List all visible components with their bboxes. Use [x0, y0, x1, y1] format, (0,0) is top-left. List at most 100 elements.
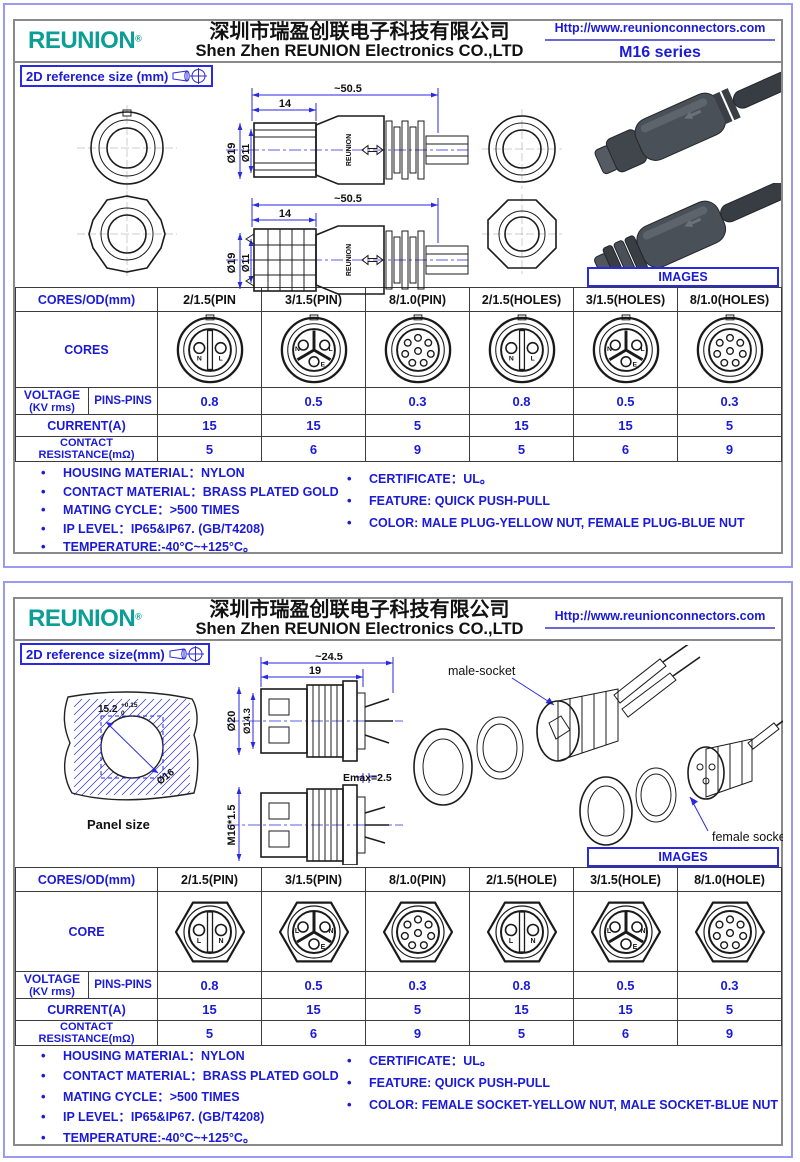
- projection-icon: [169, 646, 204, 662]
- company-logo: REUNION®: [15, 607, 180, 631]
- panel-tol-sub: 0: [121, 710, 125, 717]
- bullet-item: CONTACT MATERIAL：BRASS PLATED GOLD: [41, 1066, 339, 1086]
- value-cell: 6: [573, 1020, 679, 1046]
- value-cell: 9: [365, 436, 471, 462]
- spec-table: CORES/OD(mm) 2/1.5(PIN 3/1.5(PIN) 8/1.0(…: [14, 287, 783, 462]
- cores-label: CORE: [14, 891, 159, 972]
- dim-thread: M16*1.5: [226, 805, 238, 846]
- value-cell: 5: [469, 436, 575, 462]
- value-cell: 0.8: [469, 971, 575, 999]
- svg-text:N: N: [607, 345, 612, 352]
- bullet-item: TEMPERATURE:-40°C~+125°C。: [41, 538, 339, 557]
- images-label: IMAGES: [587, 847, 779, 867]
- female-socket-label: female socket: [712, 830, 783, 844]
- cores-od-label: CORES/OD(mm): [14, 287, 159, 312]
- value-cell: 15: [157, 414, 263, 437]
- value-cell: 9: [677, 1020, 783, 1046]
- datasheet-panel-sockets: REUNION® 深圳市瑞盈创联电子科技有限公司 Shen Zhen REUNI…: [3, 581, 793, 1158]
- company-logo: REUNION®: [15, 29, 180, 53]
- bullet-item: CONTACT MATERIAL：BRASS PLATED GOLD: [41, 483, 339, 502]
- col-header: 3/1.5(HOLE): [573, 867, 679, 892]
- dim-inner: Ø11: [241, 143, 252, 162]
- value-cell: 6: [261, 1020, 367, 1046]
- bullet-item: IP LEVEL：IP65&IP67. (GB/T4208): [41, 1107, 339, 1127]
- images-label: IMAGES: [587, 267, 779, 287]
- panel-size-caption: Panel size: [87, 817, 150, 832]
- dim-outer: Ø20: [226, 711, 238, 732]
- panel-frame: REUNION® 深圳市瑞盈创联电子科技有限公司 Shen Zhen REUNI…: [13, 597, 783, 1146]
- value-cell: 0.5: [261, 971, 367, 999]
- col-header: 3/1.5(HOLES): [573, 287, 679, 312]
- company-name-en: Shen Zhen REUNION Electronics CO.,LTD: [195, 41, 524, 60]
- core-face-drawing: [384, 313, 451, 383]
- svg-text:N: N: [640, 928, 645, 935]
- ref-size-label: 2D reference size (mm): [20, 65, 214, 87]
- bullet-item: MATING CYCLE：>500 TIMES: [41, 501, 339, 520]
- bullet-item: CERTIFICATE：UL。: [347, 468, 745, 490]
- value-cell: 5: [157, 436, 263, 462]
- dim-inner: Ø14.3: [242, 708, 253, 734]
- core-cell: [677, 311, 783, 388]
- col-header: 2/1.5(HOLE): [469, 867, 575, 892]
- website-url[interactable]: Http://www.reunionconnectors.com: [545, 609, 775, 629]
- bullet-item: MATING CYCLE：>500 TIMES: [41, 1087, 339, 1107]
- company-names: 深圳市瑞盈创联电子科技有限公司 Shen Zhen REUNION Electr…: [180, 20, 539, 61]
- header-right: Http://www.reunionconnectors.com: [539, 609, 781, 629]
- svg-text:L: L: [508, 938, 513, 945]
- logo-text: REUNION: [28, 605, 136, 632]
- svg-text:N: N: [328, 928, 333, 935]
- dim-front: 19: [309, 665, 321, 677]
- bullet-item: HOUSING MATERIAL：NYLON: [41, 1046, 339, 1066]
- value-cell: 0.3: [365, 387, 471, 415]
- socket-side-view-b: Emax=2.5 M16*1.5: [226, 772, 403, 865]
- svg-text:N: N: [508, 355, 513, 362]
- dim-total: ~50.5: [334, 83, 362, 95]
- exploded-view-drawing: male-socket: [413, 645, 783, 846]
- core-face-drawing: [382, 901, 453, 962]
- value-cell: 9: [365, 1020, 471, 1046]
- svg-text:N: N: [218, 938, 223, 945]
- rear-view-drawing-2: [482, 194, 562, 274]
- website-url[interactable]: Http://www.reunionconnectors.com: [545, 21, 775, 41]
- cores-od-label: CORES/OD(mm): [14, 867, 159, 892]
- value-cell: 0.5: [261, 387, 367, 415]
- header-right: Http://www.reunionconnectors.com M16 ser…: [539, 21, 781, 62]
- col-header: 8/1.0(HOLE): [677, 867, 783, 892]
- core-cell: [365, 891, 471, 972]
- value-cell: 5: [365, 998, 471, 1021]
- core-face-drawing: [696, 313, 763, 383]
- value-cell: 0.5: [573, 387, 679, 415]
- value-cell: 0.5: [573, 971, 679, 999]
- svg-text:L: L: [196, 938, 201, 945]
- side-view-drawing-1: ~50.5 14 Ø19 Ø11 REUNION: [226, 83, 469, 185]
- resistance-label: CONTACT RESISTANCE(mΩ): [14, 436, 159, 462]
- col-header: 8/1.0(PIN): [365, 867, 471, 892]
- male-socket-label: male-socket: [448, 664, 516, 678]
- bullets-left: HOUSING MATERIAL：NYLON CONTACT MATERIAL：…: [41, 1046, 339, 1148]
- value-cell: 9: [677, 436, 783, 462]
- value-cell: 0.8: [157, 971, 263, 999]
- panel-size-drawing: 15.2 +0.15 0 Ø16: [63, 691, 199, 801]
- svg-text:Ø11: Ø11: [241, 253, 252, 272]
- svg-text:L: L: [606, 928, 611, 935]
- value-cell: 15: [157, 998, 263, 1021]
- bullets-left: HOUSING MATERIAL：NYLON CONTACT MATERIAL：…: [41, 464, 339, 557]
- svg-text:L: L: [530, 355, 534, 362]
- value-cell: 15: [573, 414, 679, 437]
- value-cell: 5: [677, 414, 783, 437]
- projection-icon: [172, 68, 208, 84]
- value-cell: 6: [261, 436, 367, 462]
- dim-total: ~24.5: [315, 653, 343, 663]
- svg-text:L: L: [328, 345, 332, 352]
- current-label: CURRENT(A): [14, 998, 159, 1021]
- logo-text: REUNION: [28, 27, 136, 54]
- core-face-drawing: [694, 901, 765, 962]
- spec-bullets: HOUSING MATERIAL：NYLON CONTACT MATERIAL：…: [15, 461, 781, 554]
- company-name-cn: 深圳市瑞盈创联电子科技有限公司: [209, 20, 510, 43]
